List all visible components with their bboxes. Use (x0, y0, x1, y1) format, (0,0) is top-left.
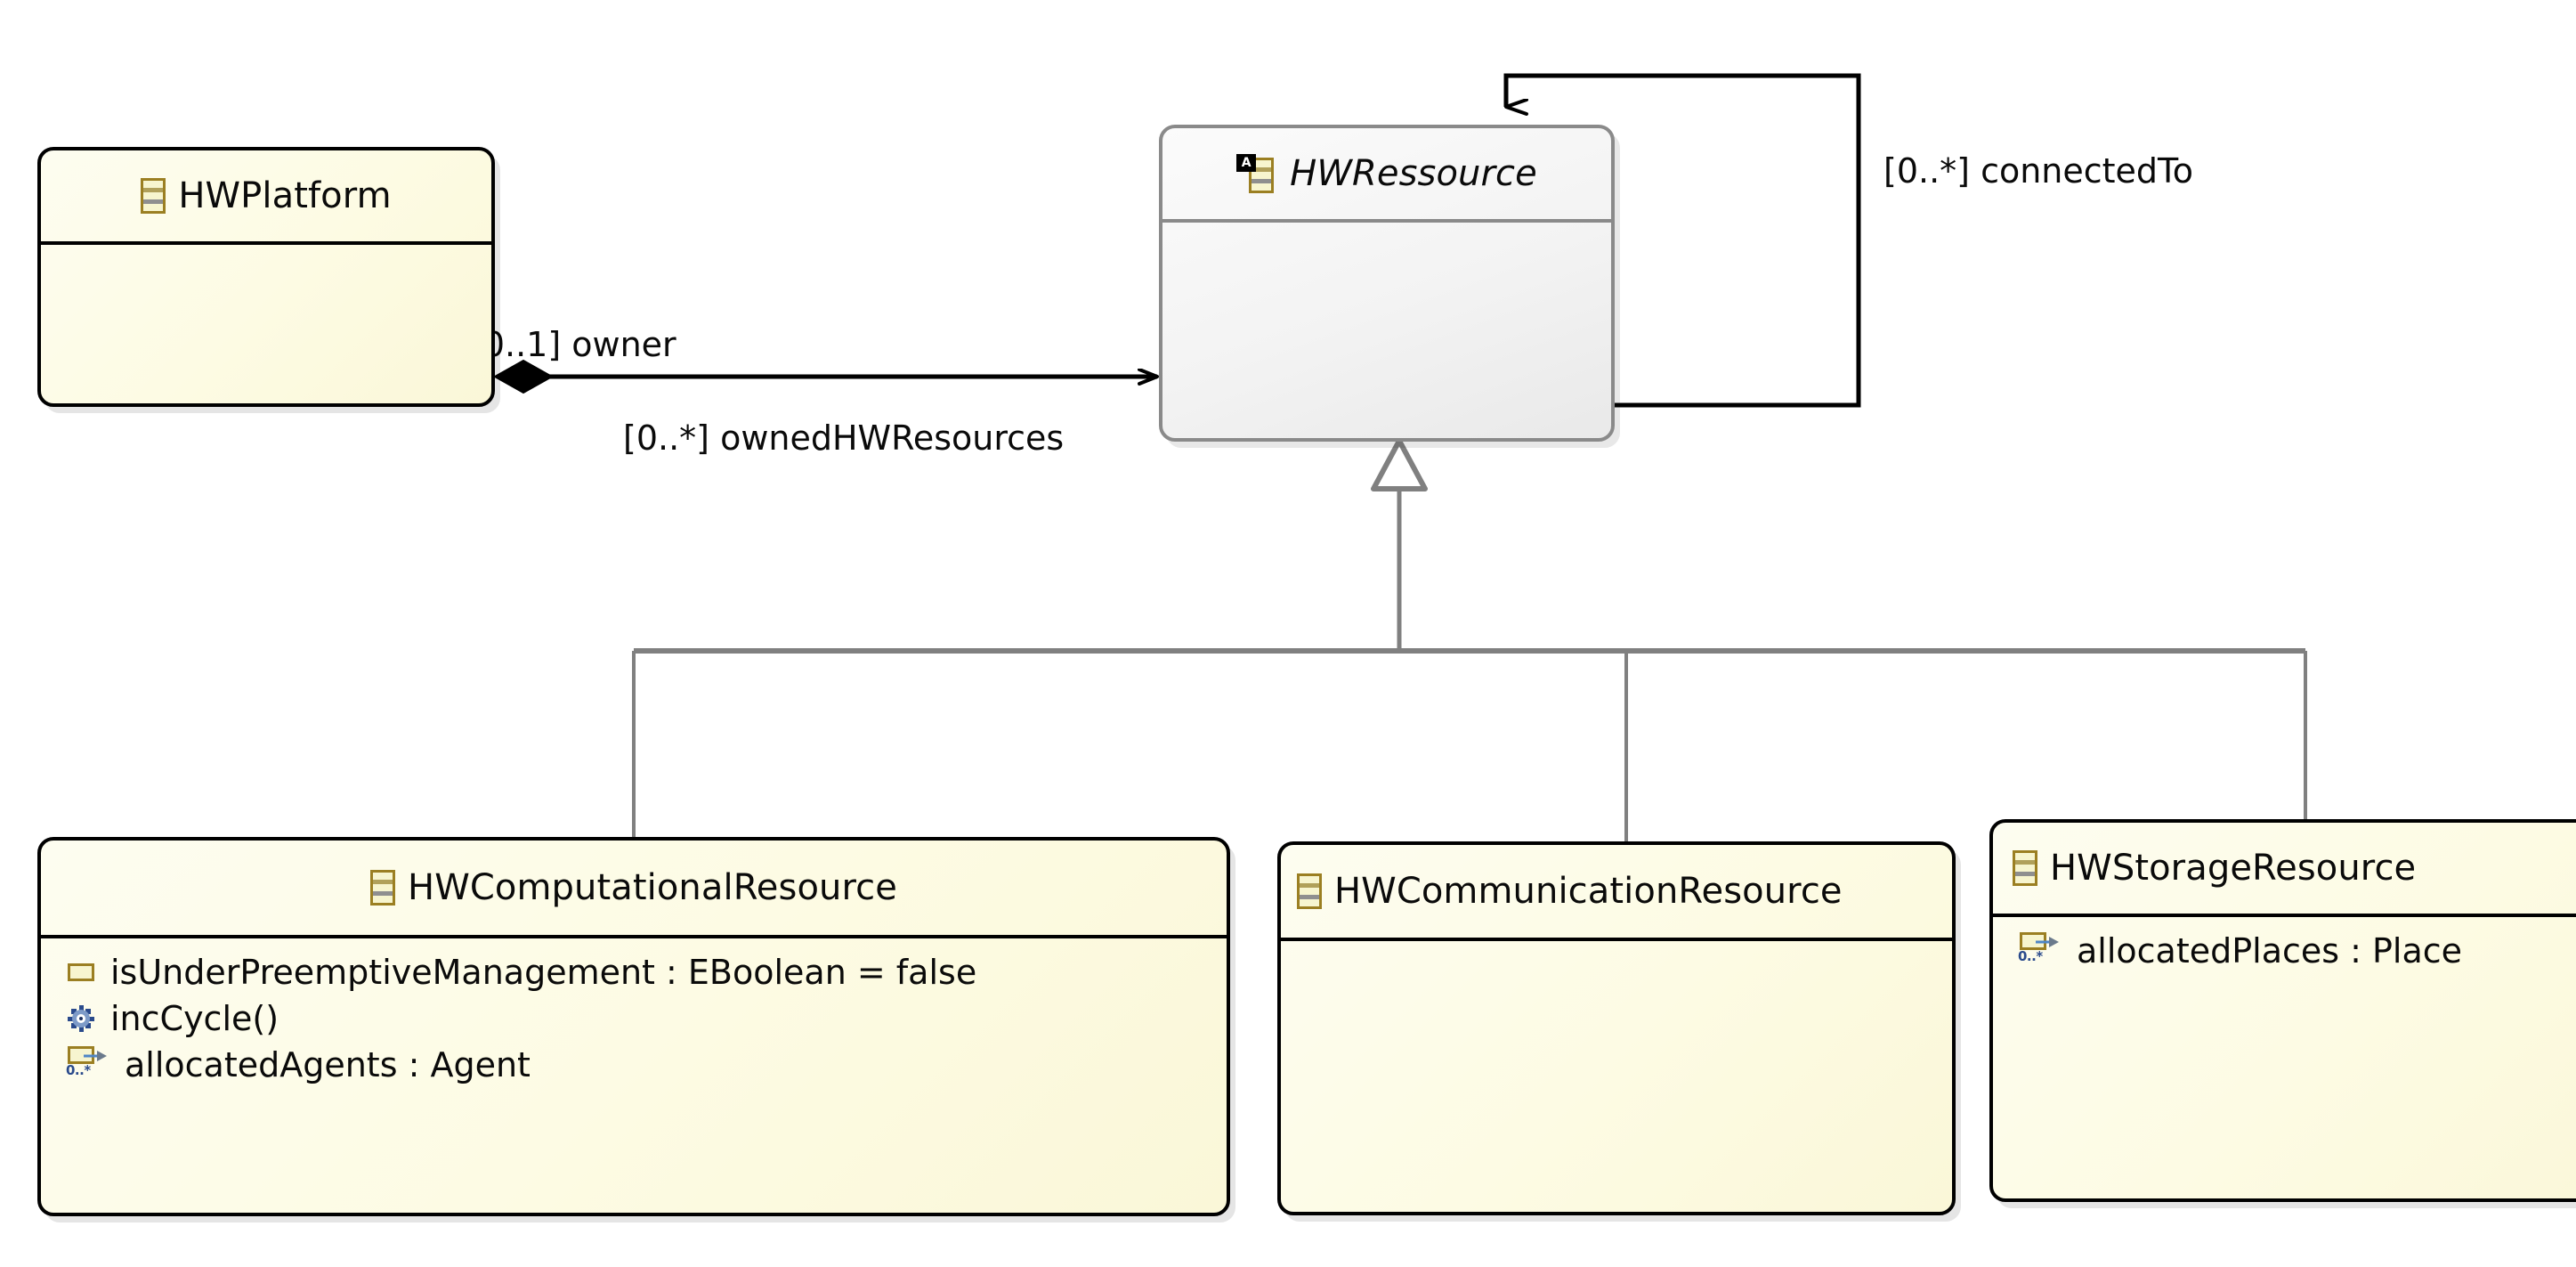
eoperation-icon (68, 1005, 94, 1032)
class-body-hwcommunicationresource (1281, 941, 1952, 952)
eclass-icon (370, 870, 396, 906)
class-name-hwcomputationalresource: HWComputationalResource (408, 867, 897, 908)
eclass-icon (141, 178, 166, 214)
reference-multiplicity: 0..* (66, 1062, 91, 1078)
association-label-ownedhwresources: [0..*] ownedHWResources (623, 418, 1065, 458)
class-member-reference[interactable]: 0..* allocatedAgents : Agent (41, 1042, 1227, 1088)
class-name-hwressource: HWRessource (1290, 153, 1537, 194)
class-member-label: allocatedAgents : Agent (125, 1045, 531, 1084)
class-body-hwplatform (41, 245, 491, 256)
class-body-hwressource (1162, 223, 1611, 233)
class-box-hwressource[interactable]: A HWRessource (1159, 125, 1615, 442)
class-body-hwcomputationalresource: isUnderPreemptiveManagement : EBoolean =… (41, 938, 1227, 1088)
class-member-attribute[interactable]: isUnderPreemptiveManagement : EBoolean =… (41, 949, 1227, 995)
eclass-abstract-icon: A (1236, 154, 1277, 193)
class-name-hwstorageresource: HWStorageResource (2050, 848, 2417, 889)
class-box-hwcommunicationresource[interactable]: HWCommunicationResource (1277, 841, 1956, 1215)
composition-edge-ownedhwresources (492, 359, 1157, 394)
class-header-hwcomputationalresource: HWComputationalResource (41, 841, 1227, 938)
class-name-hwcommunicationresource: HWCommunicationResource (1334, 871, 1843, 912)
generalization-tree (632, 438, 2307, 842)
class-header-hwressource: A HWRessource (1162, 128, 1611, 223)
eattribute-icon (68, 963, 94, 981)
reference-multiplicity: 0..* (2018, 948, 2043, 964)
eclass-icon (2013, 850, 2037, 886)
class-header-hwstorageresource: HWStorageResource (1993, 823, 2576, 917)
association-label-connectedto: [0..*] connectedTo (1883, 151, 2194, 191)
class-member-label: allocatedPlaces : Place (2077, 931, 2463, 971)
class-name-hwplatform: HWPlatform (178, 175, 392, 216)
class-member-operation[interactable]: incCycle() (41, 995, 1227, 1042)
abstract-badge-icon: A (1236, 154, 1257, 172)
class-box-hwcomputationalresource[interactable]: HWComputationalResource isUnderPreemptiv… (37, 837, 1230, 1216)
class-body-hwstorageresource: 0..* allocatedPlaces : Place (1993, 917, 2576, 974)
ereference-icon: 0..* (2018, 930, 2061, 971)
class-member-label: incCycle() (110, 999, 279, 1038)
class-box-hwplatform[interactable]: HWPlatform (37, 147, 495, 407)
class-box-hwstorageresource[interactable]: HWStorageResource 0..* allocatedPlaces :… (1989, 819, 2576, 1202)
class-member-label: isUnderPreemptiveManagement : EBoolean =… (110, 953, 977, 992)
class-header-hwplatform: HWPlatform (41, 150, 491, 245)
eclass-icon (1297, 873, 1322, 909)
class-member-reference[interactable]: 0..* allocatedPlaces : Place (1993, 928, 2576, 974)
association-label-owner: [0..1] owner (470, 325, 676, 364)
ereference-icon: 0..* (66, 1044, 109, 1085)
class-header-hwcommunicationresource: HWCommunicationResource (1281, 845, 1952, 941)
